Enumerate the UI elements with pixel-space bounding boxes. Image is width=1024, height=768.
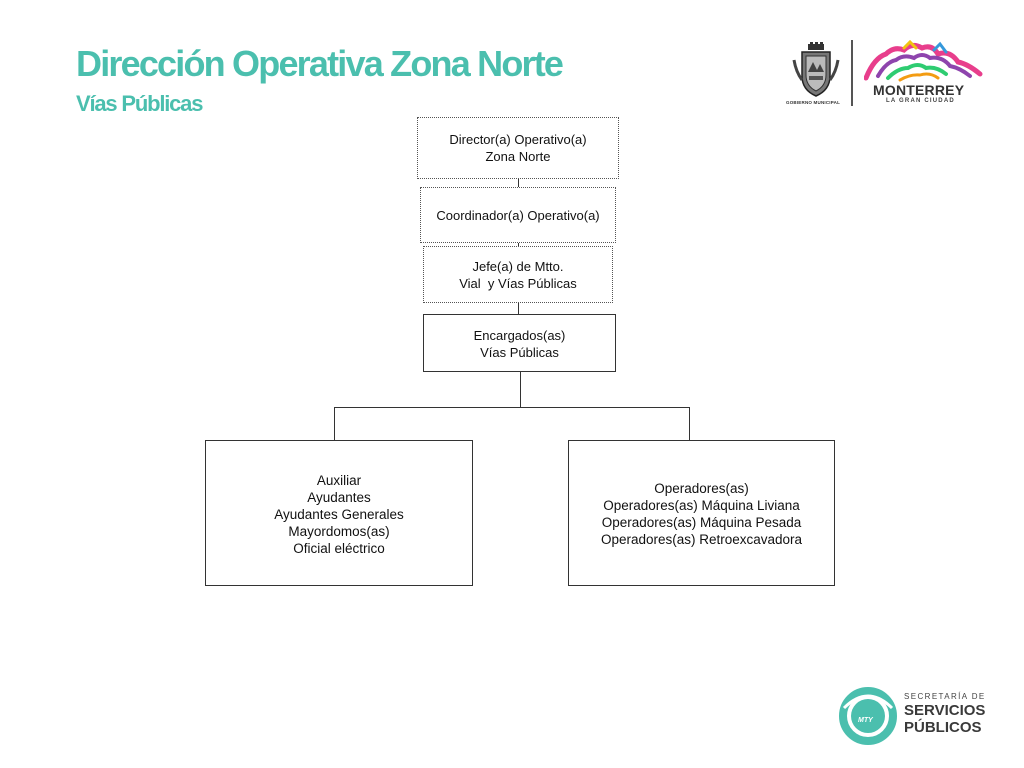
mty-badge: MTY: [858, 717, 873, 724]
encargados-title: Encargados(as): [473, 328, 566, 343]
org-box-coordinador: Coordinador(a) Operativo(a): [420, 187, 616, 243]
org-box-operadores: Operadores(as) Operadores(as) Máquina Li…: [568, 440, 835, 586]
operadores-item: Operadores(as) Máquina Liviana: [603, 498, 800, 513]
monterrey-mountain-icon: [864, 40, 983, 82]
encargados-area: Vías Públicas: [480, 345, 559, 360]
connector-horizontal-branch: [334, 407, 690, 408]
connector-jefe-encargados: [518, 302, 519, 315]
secretaria-line2: SERVICIOS: [904, 702, 986, 719]
auxiliar-item: Mayordomos(as): [288, 524, 390, 539]
coat-of-arms-icon: [792, 42, 840, 97]
operadores-item: Operadores(as) Máquina Pesada: [601, 515, 802, 530]
auxiliar-item: Auxiliar: [316, 473, 362, 488]
operadores-item: Operadores(as) Retroexcavadora: [600, 532, 803, 547]
director-area: Zona Norte: [485, 149, 551, 164]
connector-director-coordinador: [518, 178, 519, 188]
jefe-area: Vial y Vías Públicas: [459, 275, 577, 291]
org-box-auxiliar: Auxiliar Ayudantes Ayudantes Generales M…: [205, 440, 473, 586]
auxiliar-item: Oficial eléctrico: [293, 541, 385, 556]
director-title: Director(a) Operativo(a): [449, 132, 587, 147]
city-name: MONTERREY: [873, 82, 965, 98]
secretaria-line1: SECRETARÍA DE: [904, 692, 986, 701]
page-title: Dirección Operativa Zona Norte: [76, 43, 564, 84]
page-subtitle: Vías Públicas: [76, 91, 203, 116]
org-box-encargados: Encargados(as) Vías Públicas: [423, 314, 616, 372]
connector-encargados-branch: [520, 371, 521, 408]
connector-branch-auxiliar: [334, 407, 335, 441]
org-box-director: Director(a) Operativo(a) Zona Norte: [417, 117, 619, 179]
auxiliar-item: Ayudantes: [307, 490, 371, 505]
connector-branch-operadores: [689, 407, 690, 441]
operadores-item: Operadores(as): [654, 481, 749, 496]
jefe-title: Jefe(a) de Mtto.: [472, 258, 564, 274]
connector-coordinador-jefe: [518, 242, 519, 247]
secretaria-line3: PÚBLICOS: [904, 719, 982, 736]
municipal-caption: GOBIERNO MUNICIPAL: [786, 100, 841, 105]
city-tagline: LA GRAN CIUDAD: [886, 98, 955, 104]
servicios-publicos-logo-icon: [839, 687, 897, 745]
coordinador-title: Coordinador(a) Operativo(a): [436, 207, 600, 223]
org-box-jefe: Jefe(a) de Mtto. Vial y Vías Públicas: [423, 246, 613, 303]
logo-divider: [851, 40, 853, 106]
auxiliar-item: Ayudantes Generales: [274, 507, 404, 522]
